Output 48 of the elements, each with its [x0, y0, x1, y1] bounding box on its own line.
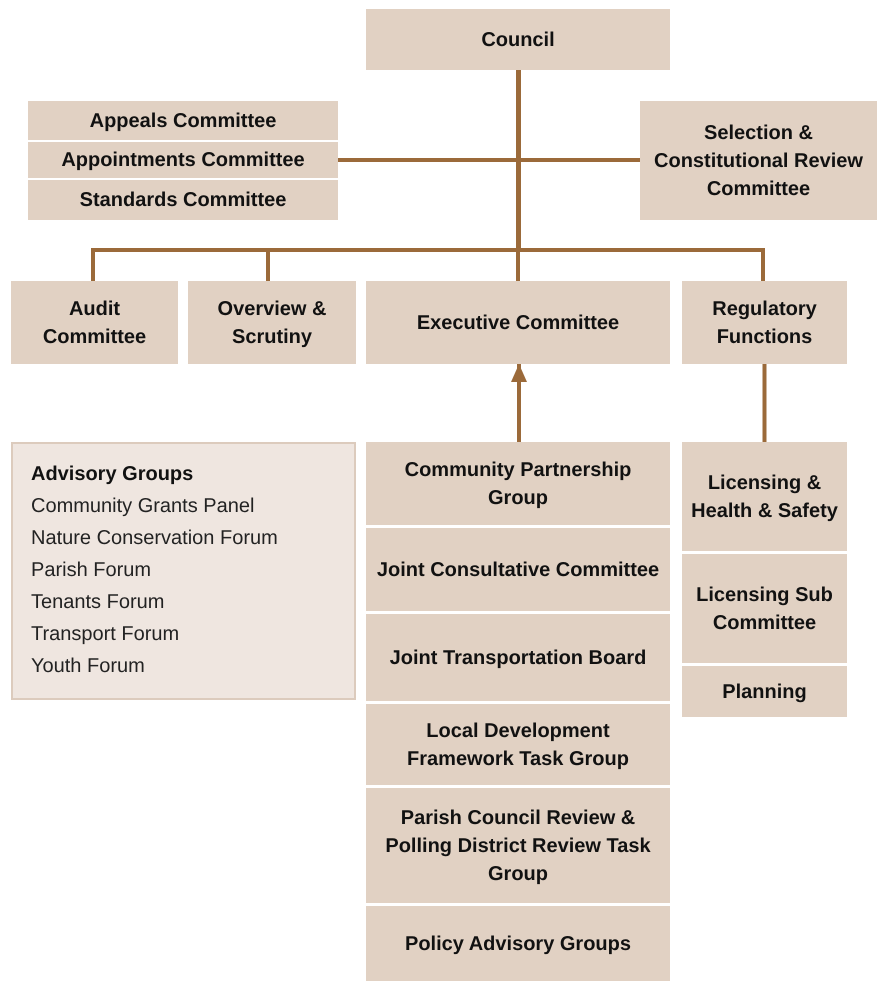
committee-box — [366, 442, 670, 525]
box-label: Licensing Sub Committee — [695, 582, 834, 636]
panel-item: Parish Forum — [31, 558, 152, 583]
box-label: Joint Transportation Board — [390, 646, 646, 670]
box-label: Standards Committee — [80, 188, 286, 213]
panel-item: Community Grants Panel — [31, 494, 254, 519]
committee-box — [28, 180, 338, 220]
committee-box — [366, 9, 670, 70]
committee-box — [28, 101, 338, 140]
panel-heading: Advisory Groups — [31, 462, 194, 487]
committee-box — [366, 704, 670, 785]
committee-box — [366, 788, 670, 903]
box-label: Council — [481, 28, 555, 52]
box-label: Regulatory Functions — [711, 296, 818, 350]
committee-box — [366, 614, 670, 701]
committee-box — [366, 528, 670, 611]
box-label: Licensing & Health & Safety — [690, 470, 839, 524]
panel-item: Transport Forum — [31, 622, 180, 647]
committee-box — [366, 281, 670, 364]
committee-box — [188, 281, 356, 364]
connector-line — [516, 70, 520, 281]
committee-box — [11, 281, 178, 364]
box-label: Community Partnership Group — [404, 458, 632, 510]
connector-line — [762, 364, 766, 442]
box-label: Planning — [722, 680, 807, 704]
box-label: Appointments Committee — [61, 148, 305, 173]
panel-item: Nature Conservation Forum — [31, 526, 278, 551]
connector-line — [517, 70, 765, 281]
box-label: Overview & Scrutiny — [216, 296, 328, 350]
box-label: Policy Advisory Groups — [405, 932, 631, 956]
box-label: Appeals Committee — [90, 108, 276, 134]
advisory-panel — [11, 442, 356, 700]
committee-box — [682, 554, 847, 663]
panel-item: Youth Forum — [31, 654, 145, 679]
committee-box — [28, 142, 338, 178]
committee-box — [640, 101, 877, 220]
box-label: Audit Committee — [42, 296, 148, 350]
box-label: Selection & Constitutional Review Committee — [653, 120, 864, 202]
committee-box — [682, 281, 847, 364]
arrow — [511, 364, 527, 442]
panel-item: Tenants Forum — [31, 590, 164, 615]
committee-box — [682, 666, 847, 717]
box-label: Parish Council Review & Polling District Review Task Group — [384, 806, 652, 886]
box-label: Joint Consultative Committee — [376, 558, 660, 582]
committee-box — [682, 442, 847, 551]
committee-box — [366, 906, 670, 981]
box-label: Executive Committee — [416, 310, 620, 336]
box-label: Local Development Framework Task Group — [406, 718, 630, 772]
